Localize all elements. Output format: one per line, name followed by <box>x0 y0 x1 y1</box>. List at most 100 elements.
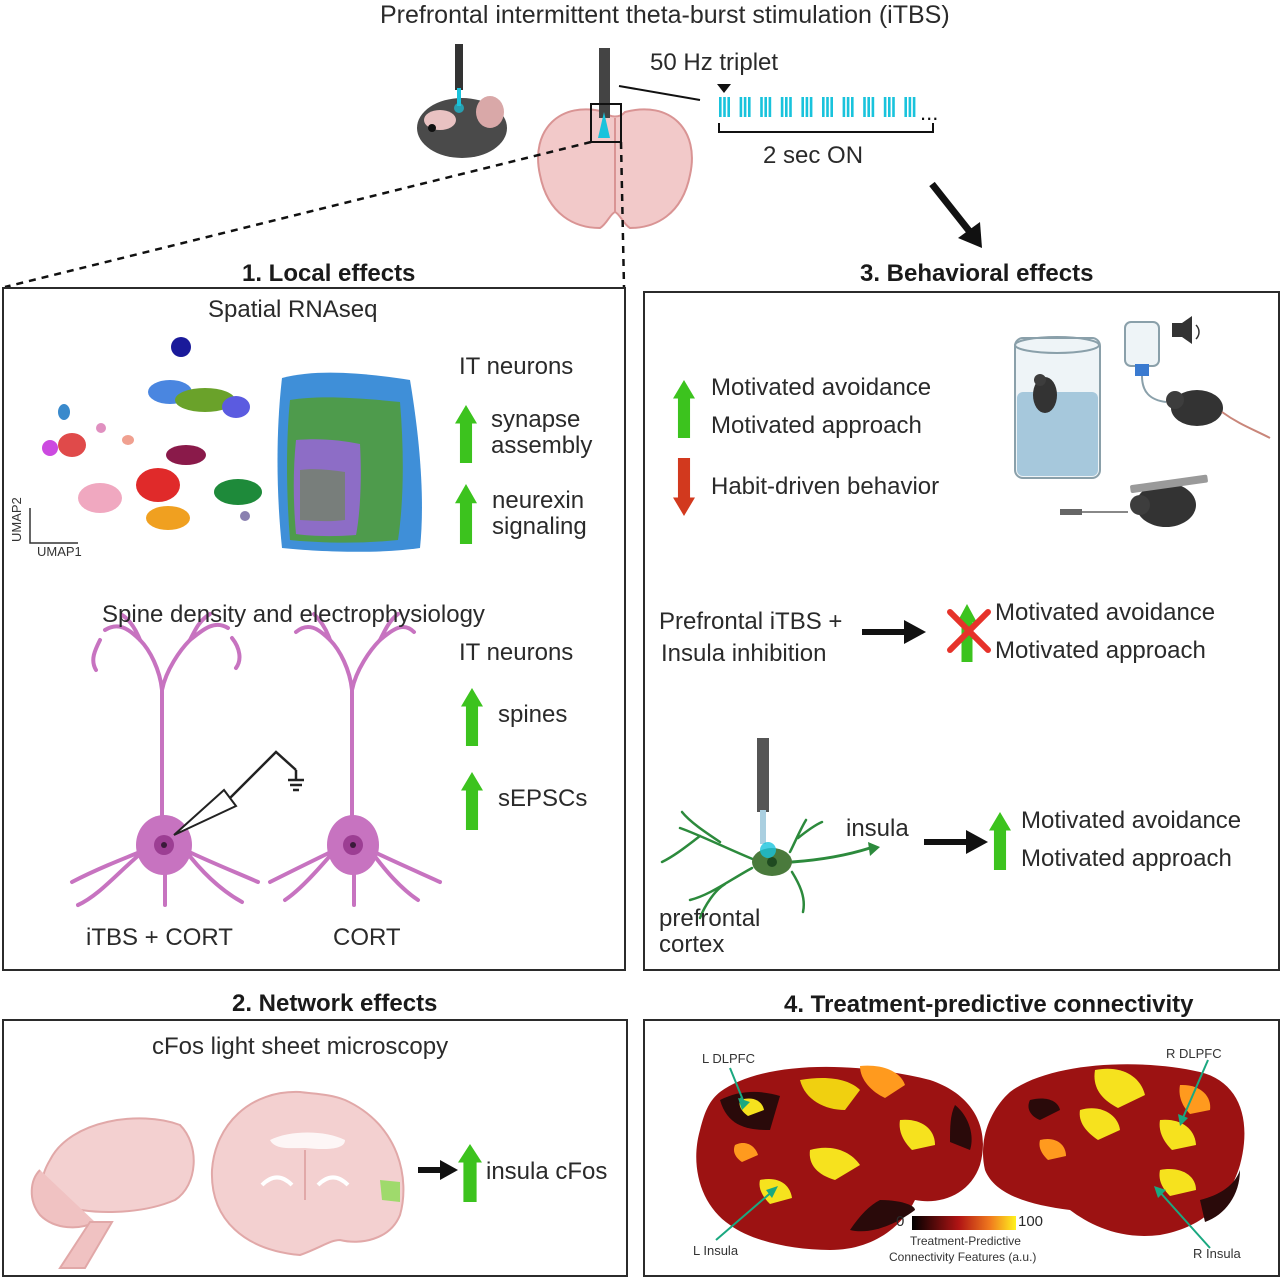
synapse-label-1: synapse <box>491 406 581 433</box>
scale-min-label: 0 <box>896 1213 905 1230</box>
insula-cfos-label: insula cFos <box>486 1158 608 1185</box>
up-arrow-icon <box>461 688 483 746</box>
pulse <box>867 97 870 117</box>
it-neurons-label-1: IT neurons <box>459 353 574 380</box>
pulse <box>863 97 866 117</box>
right-hemisphere-heatmap <box>982 1064 1245 1236</box>
up-avoidance-label: Motivated avoidance <box>711 374 932 401</box>
patch-pipette <box>173 750 304 836</box>
pulse <box>912 97 916 117</box>
forced-swim-illustration <box>1014 336 1101 479</box>
coronal-section-illustration <box>210 1090 405 1257</box>
figure-title: Prefrontal intermittent theta-burst stim… <box>380 1 950 29</box>
pulse <box>830 97 833 117</box>
pulse <box>739 97 743 117</box>
pulse <box>826 97 829 117</box>
mouse-head-illustration <box>417 44 507 158</box>
pulse <box>908 97 912 117</box>
pulse <box>719 97 722 117</box>
pulse <box>780 97 784 117</box>
approach-reward-illustration <box>1124 316 1271 439</box>
insula-label: insula <box>846 815 909 842</box>
panel4-title: 4. Treatment-predictive connectivity <box>784 991 1194 1018</box>
neurexin-label-2: signaling <box>492 513 587 540</box>
pulse <box>789 97 792 117</box>
neuron-itbs-cort <box>70 612 260 907</box>
arrow-to-behavior <box>929 181 973 235</box>
color-scale-bar <box>912 1216 1016 1230</box>
synapse-label-2: assembly <box>491 432 593 459</box>
panel3-title: 3. Behavioral effects <box>860 260 1094 287</box>
scale-max-label: 100 <box>1018 1213 1044 1230</box>
panel1-title: 1. Local effects <box>242 260 416 287</box>
panel-local-effects <box>2 287 626 971</box>
pulse <box>785 97 788 117</box>
combo-out-approach: Motivated approach <box>995 637 1206 664</box>
down-arrow-icon <box>673 458 695 516</box>
umap-plot <box>29 337 262 544</box>
sepscs-label: sEPSCs <box>498 785 588 812</box>
pulse <box>727 97 730 117</box>
l-dlpfc-label: L DLPFC <box>702 1051 755 1066</box>
r-insula-label: R Insula <box>1193 1246 1241 1261</box>
up-arrow-icon <box>455 405 477 463</box>
pulse <box>851 97 854 117</box>
neurexin-label-1: neurexin <box>492 487 585 514</box>
panel-network-effects <box>2 1019 628 1277</box>
spine-ephys-title: Spine density and electrophysiology <box>102 601 485 628</box>
spatial-rnaseq-title: Spatial RNAseq <box>208 296 378 323</box>
pulse <box>764 97 767 117</box>
spines-label: spines <box>498 701 568 728</box>
blocked-cross-icon <box>947 609 991 653</box>
on-duration-label: 2 sec ON <box>763 142 864 169</box>
umap1-label: UMAP1 <box>37 544 82 559</box>
pulse <box>723 97 726 117</box>
pulse <box>748 97 751 117</box>
pulse <box>846 97 850 117</box>
pulse <box>883 97 887 117</box>
zoom-line-left <box>4 140 592 289</box>
triplet-marker-icon <box>717 84 731 93</box>
itbs-cort-label: iTBS + CORT <box>86 924 233 951</box>
panel-behavioral-effects <box>643 291 1280 971</box>
sagittal-brain-illustration <box>30 1117 195 1269</box>
it-neurons-label-2: IT neurons <box>459 639 574 666</box>
spatial-tissue-section <box>277 372 422 552</box>
pulse <box>904 97 907 117</box>
pulse <box>809 97 813 117</box>
pulse <box>892 97 895 117</box>
pulse <box>768 97 772 117</box>
up-arrow-icon <box>989 812 1011 870</box>
combo-label-2: Insula inhibition <box>661 640 827 667</box>
triplet-label: 50 Hz triplet <box>650 49 779 76</box>
panel-connectivity <box>643 1019 1280 1277</box>
pulse <box>822 97 825 117</box>
pulse <box>760 97 763 117</box>
r-dlpfc-label: R DLPFC <box>1166 1046 1222 1061</box>
scale-label-2: Connectivity Features (a.u.) <box>889 1250 1037 1264</box>
circuit-out-avoidance: Motivated avoidance <box>1021 807 1242 834</box>
left-hemisphere-heatmap <box>696 1065 983 1250</box>
insula-highlight <box>380 1180 400 1202</box>
prefrontal-neuron-illustration <box>660 810 872 920</box>
speaker-icon <box>1172 323 1182 337</box>
umap2-label: UMAP2 <box>9 497 24 542</box>
up-arrow-icon <box>455 484 477 544</box>
cort-label: CORT <box>333 924 401 951</box>
pulse-train <box>719 97 916 117</box>
circuit-out-approach: Motivated approach <box>1021 845 1232 872</box>
pfc-label-1: prefrontal <box>659 905 761 932</box>
cfos-method-title: cFos light sheet microscopy <box>152 1033 449 1060</box>
pulse <box>842 97 846 117</box>
habit-label: Habit-driven behavior <box>711 473 940 500</box>
neuron-cort <box>268 612 442 907</box>
zoom-line-right <box>619 141 626 288</box>
pulse <box>743 97 747 117</box>
up-arrow-icon <box>458 1144 482 1202</box>
pulse <box>801 97 804 117</box>
brain-callout-lines <box>715 1059 1211 1249</box>
up-arrow-icon <box>673 380 695 438</box>
combo-out-avoidance: Motivated avoidance <box>995 599 1216 626</box>
coronal-brain-illustration <box>537 48 693 230</box>
